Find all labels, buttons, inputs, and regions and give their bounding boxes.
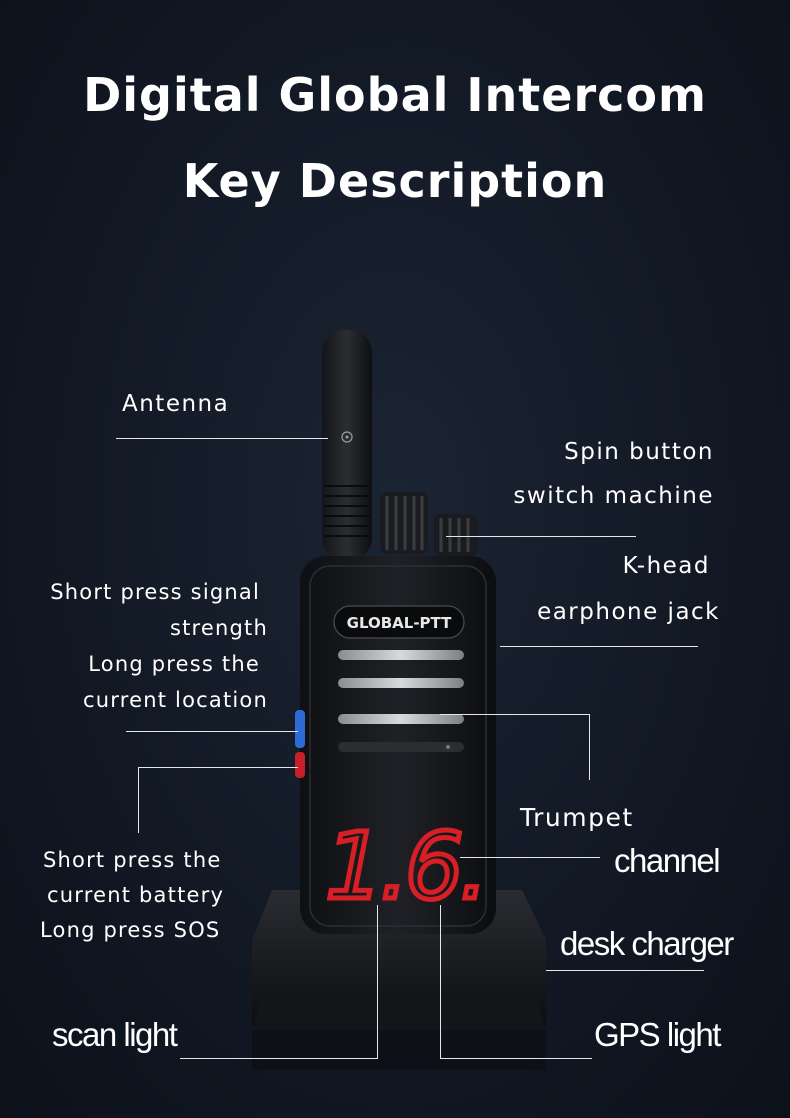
leader-scan-light-h [180, 1058, 378, 1059]
leader-gps-light-v [440, 905, 441, 1059]
label-side-bottom-2: current battery [47, 883, 225, 907]
brand-logo: GLOBAL-PTT [347, 614, 452, 632]
antenna-shape [322, 330, 372, 560]
label-antenna: Antenna [122, 391, 230, 417]
label-desk-charger: desk charger [560, 925, 734, 962]
label-side-top-2: strength [169, 616, 268, 640]
label-side-top-1: Short press signal [50, 580, 260, 604]
channel-display: 1.6. [325, 813, 485, 920]
leader-side-top [126, 731, 298, 732]
label-side-top-4: current location [83, 688, 268, 712]
label-side-top-3: Long press the [88, 652, 260, 676]
label-khead-1: K-head [622, 553, 710, 579]
label-spin-button-2: switch machine [513, 483, 714, 509]
label-trumpet: Trumpet [520, 803, 634, 832]
leader-gps-light-h [440, 1058, 592, 1059]
side-button-red [295, 752, 305, 778]
label-gps-light: GPS light [594, 1016, 721, 1053]
label-spin-button-1: Spin button [564, 439, 714, 465]
leader-side-bottom-h [138, 767, 298, 768]
leader-trumpet-v [589, 714, 590, 780]
leader-antenna [116, 438, 328, 439]
page-subtitle: Key Description [182, 154, 608, 208]
leader-scan-light-v [377, 905, 378, 1059]
leader-desk-charger [546, 970, 704, 971]
leader-khead [500, 646, 698, 647]
page-title: Digital Global Intercom [83, 68, 707, 122]
leader-spin-button [446, 536, 636, 537]
label-channel: channel [614, 842, 721, 879]
leader-side-bottom-v [138, 767, 139, 833]
label-side-bottom-1: Short press the [43, 848, 222, 872]
label-khead-2: earphone jack [537, 599, 720, 625]
side-button-blue [295, 710, 305, 748]
label-side-bottom-3: Long press SOS [40, 918, 221, 942]
leader-channel [460, 857, 600, 858]
label-scan-light: scan light [52, 1016, 178, 1053]
leader-trumpet-h [440, 714, 590, 715]
